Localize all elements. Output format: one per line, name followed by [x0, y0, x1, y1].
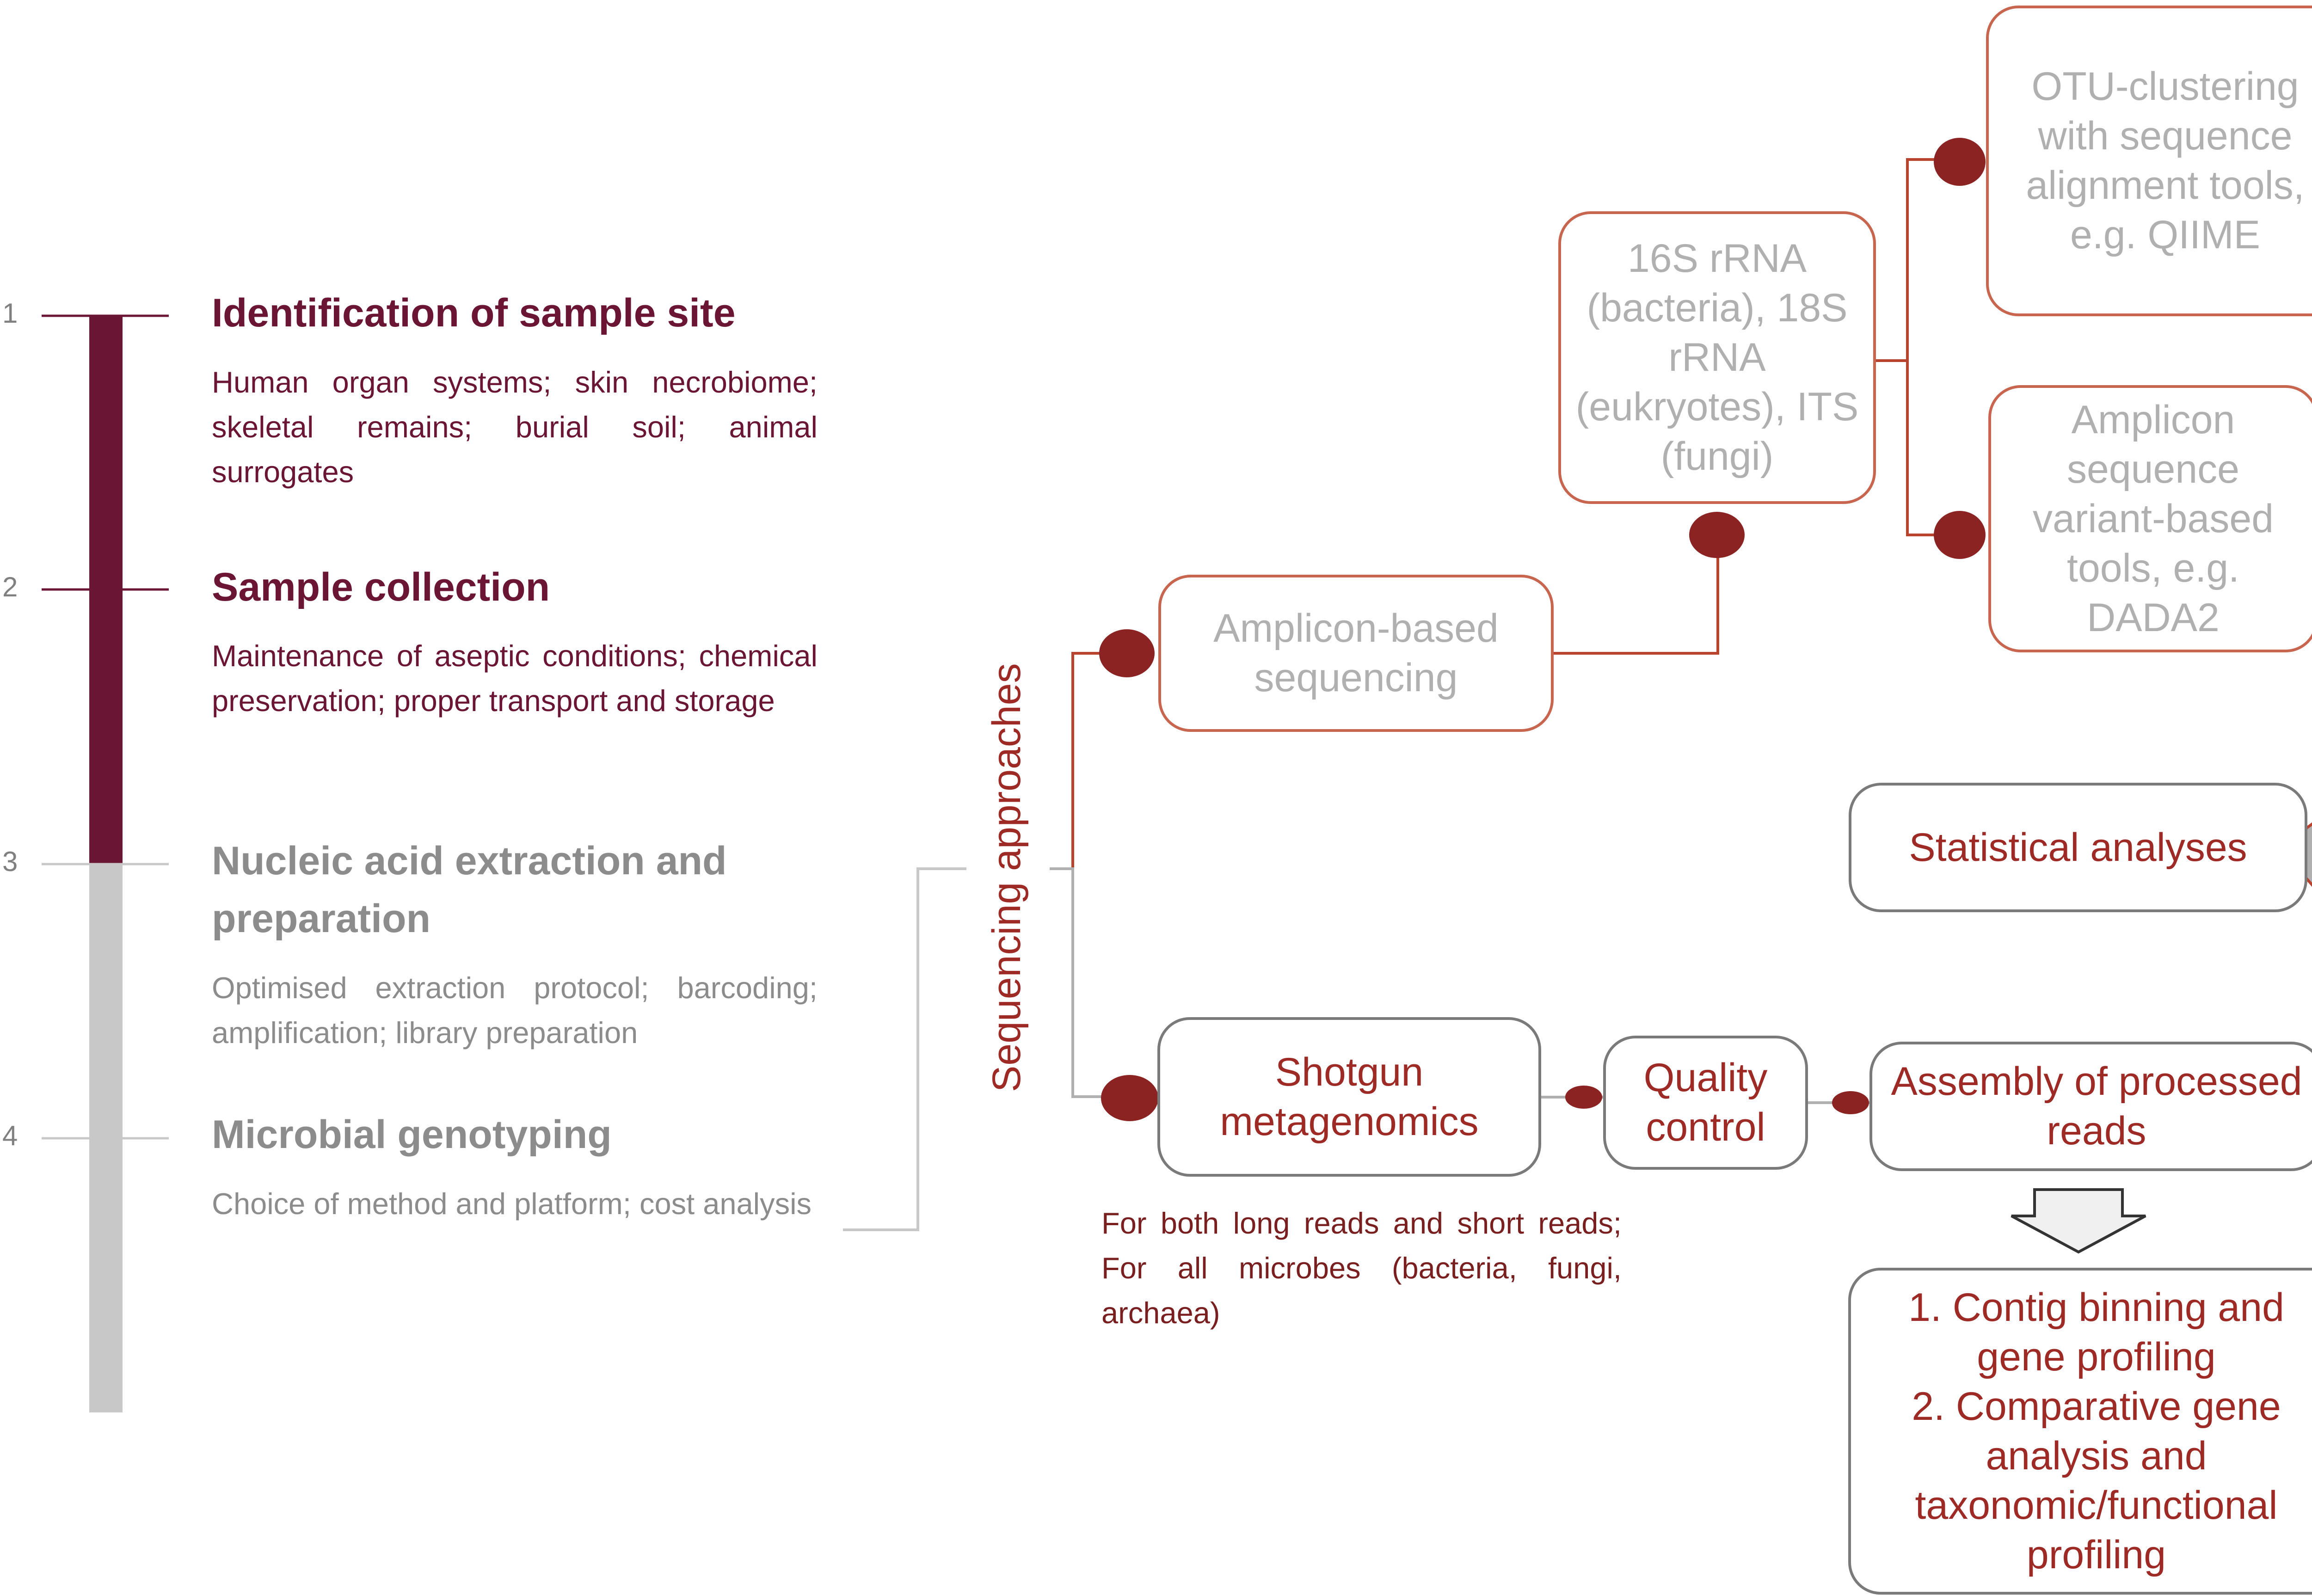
step-number-4: 4: [2, 1120, 18, 1151]
step-title-1: Identification of sample site: [212, 291, 736, 335]
step-title-2: Sample collection: [212, 565, 550, 609]
quality-control-text: Quality control: [1643, 1056, 1768, 1149]
step-number-1: 1: [2, 298, 18, 329]
node-asv: [1934, 511, 1986, 559]
contig-binning-text: 1. Contig binning and gene profiling 2. …: [1908, 1285, 2284, 1577]
node-shotgun: [1101, 1075, 1158, 1121]
genotyping-connector: [843, 867, 966, 1231]
asv-tools-box: Amplicon sequence variant-based tools, e…: [1988, 385, 2312, 652]
approach-branch-bottom: [1050, 867, 1114, 1098]
fork-to-asv: [1906, 361, 1935, 536]
shotgun-metagenomics-text: Shotgun metagenomics: [1220, 1050, 1479, 1144]
step-description-2: Maintenance of aseptic conditions; chemi…: [212, 639, 818, 718]
shotgun-note: For both long reads and short reads; For…: [1101, 1206, 1622, 1330]
step-number-3: 3: [2, 846, 18, 877]
assembly-down-arrow: [2011, 1188, 2146, 1254]
statistical-analyses-box: Statistical analyses: [1849, 783, 2307, 912]
fork-to-otu: [1906, 158, 1935, 361]
asv-tools-text: Amplicon sequence variant-based tools, e…: [2032, 397, 2274, 640]
statistical-analyses-text: Statistical analyses: [1909, 825, 2247, 870]
otu-clustering-text: OTU-clustering with sequence alignment t…: [2026, 64, 2305, 257]
node-qc: [1565, 1086, 1602, 1109]
amplicon-to-markers: [1554, 543, 1719, 655]
step-number-2: 2: [2, 571, 18, 602]
node-amplicon: [1099, 629, 1155, 677]
otu-clustering-box: OTU-clustering with sequence alignment t…: [1986, 6, 2312, 316]
marker-genes-box: 16S rRNA (bacteria), 18S rRNA (eukryotes…: [1558, 211, 1876, 504]
assembly-text: Assembly of processed reads: [1891, 1059, 2302, 1153]
contig-binning-box: 1. Contig binning and gene profiling 2. …: [1848, 1268, 2312, 1595]
marker-genes-text: 16S rRNA (bacteria), 18S rRNA (eukryotes…: [1575, 236, 1859, 479]
shotgun-metagenomics-box: Shotgun metagenomics: [1157, 1017, 1541, 1177]
node-markers: [1689, 512, 1745, 558]
step-title-4: Microbial genotyping: [212, 1112, 612, 1157]
amplicon-sequencing-box: Amplicon-based sequencing: [1158, 575, 1554, 732]
assembly-box: Assembly of processed reads: [1869, 1042, 2312, 1171]
step-description-4: Choice of method and platform; cost anal…: [212, 1187, 812, 1221]
amplicon-sequencing-text: Amplicon-based sequencing: [1213, 606, 1499, 700]
step-description-3: Optimised extraction protocol; barcoding…: [212, 971, 818, 1050]
node-otu: [1934, 138, 1986, 186]
node-assembly: [1832, 1091, 1869, 1114]
quality-control-box: Quality control: [1603, 1036, 1808, 1170]
sequencing-approaches-label: Sequencing approaches: [984, 663, 1029, 1092]
approach-branch-top: [1050, 652, 1114, 870]
step-description-1: Human organ systems; skin necrobiome; sk…: [212, 365, 818, 489]
step-title-3: Nucleic acid extraction and preparation: [212, 839, 727, 941]
